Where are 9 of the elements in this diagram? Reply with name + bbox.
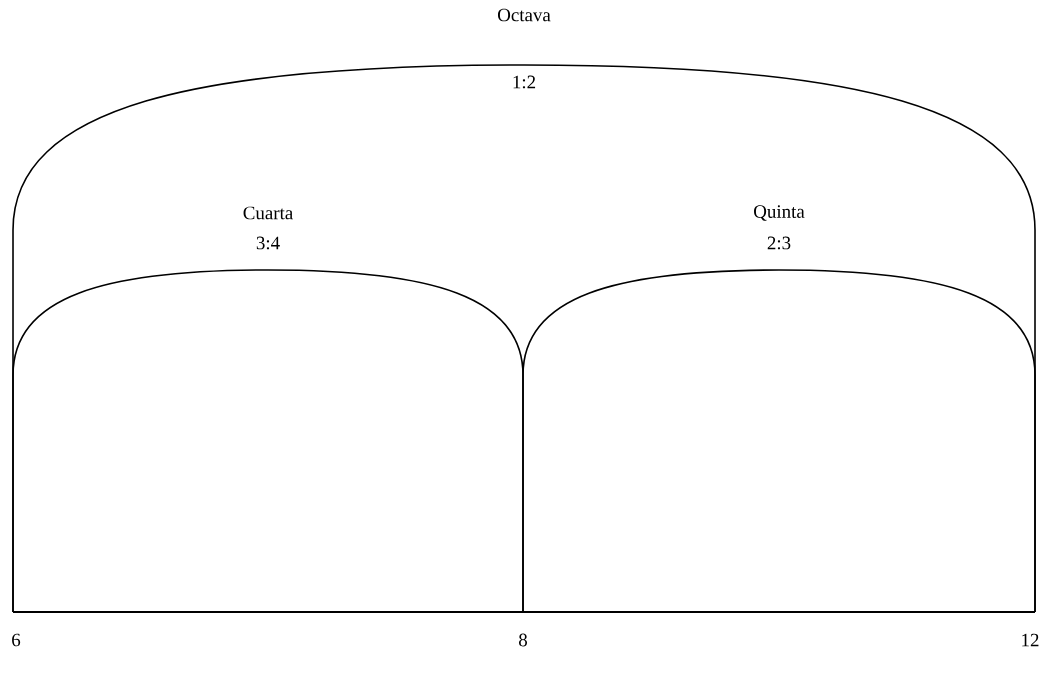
number-label: 8: [519, 633, 527, 647]
interval-name: Octava: [498, 8, 551, 22]
number-label: 6: [12, 633, 21, 647]
interval-name: Quinta: [754, 205, 805, 221]
ratio-label: 1:2: [513, 75, 536, 89]
ratio-label: 3:4: [256, 236, 280, 250]
interval-name: Cuarta: [243, 206, 293, 220]
number-label: 12: [1022, 633, 1039, 647]
ratio-label: 2:3: [767, 236, 791, 250]
